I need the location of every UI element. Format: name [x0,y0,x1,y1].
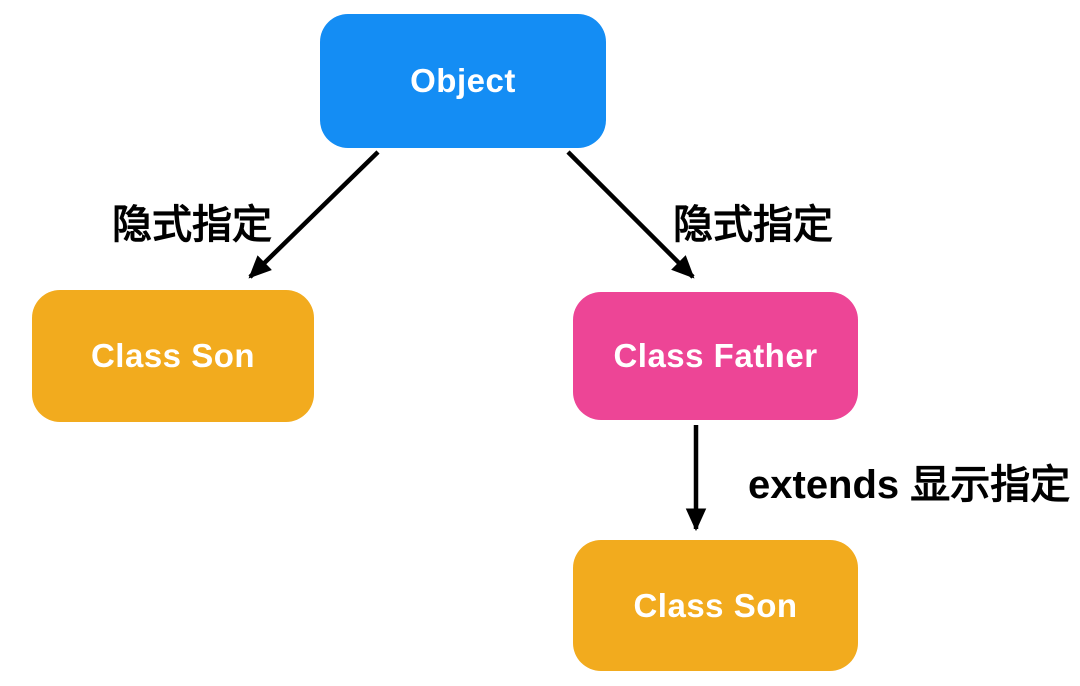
node-class-father: Class Father [573,292,858,420]
edge-label-implicit-right: 隐式指定 [673,203,833,247]
edge-label-extends-explicit: extends 显示指定 [748,463,1071,507]
node-class-son-left: Class Son [32,290,314,422]
node-class-son-bottom-label: Class Son [633,586,798,624]
node-class-son-bottom: Class Son [573,540,858,671]
node-object: Object [320,14,606,148]
edge-label-implicit-left: 隐式指定 [112,203,272,247]
node-class-father-label: Class Father [613,337,818,374]
node-object-label: Object [410,62,516,99]
node-class-son-left-label: Class Son [90,337,256,374]
